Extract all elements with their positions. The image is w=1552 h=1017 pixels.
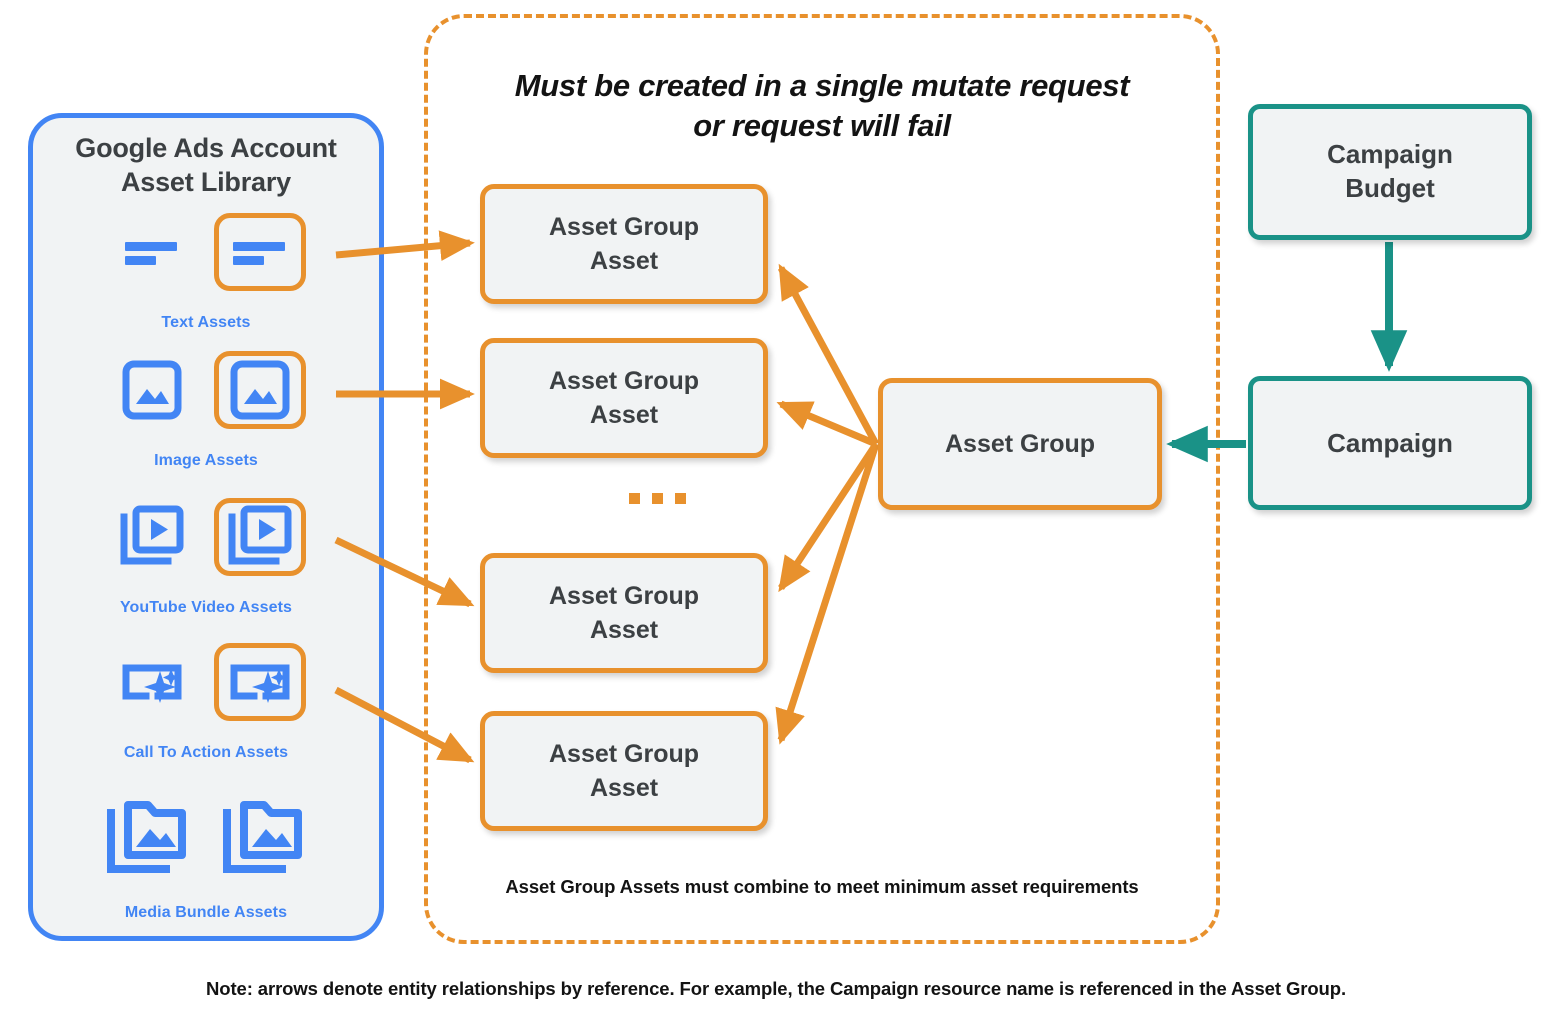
asset-label-image: Image Assets bbox=[154, 452, 258, 469]
asset-group-asset-label-1-line1: Asset Group bbox=[548, 212, 700, 241]
panel-footnote: Asset Group Assets must combine to meet … bbox=[505, 876, 1139, 897]
call-to-action-sparkle-icon bbox=[106, 643, 198, 721]
asset-icons-media-bundle bbox=[33, 778, 379, 896]
asset-group-node[interactable]: Asset Group bbox=[878, 378, 1162, 510]
asset-icons-cta bbox=[33, 632, 379, 732]
asset-group-asset-label-4-line2: Asset bbox=[589, 774, 659, 802]
asset-group-asset-label-3-line2: Asset bbox=[589, 616, 659, 644]
asset-group-asset-label-4-line1: Asset Group bbox=[548, 739, 700, 768]
sidebar-title: Google Ads Account Asset Library bbox=[33, 132, 379, 200]
asset-label-video: YouTube Video Assets bbox=[119, 599, 293, 616]
asset-group-asset-label-2-line2: Asset bbox=[589, 401, 659, 429]
asset-group-asset-node-4[interactable]: Asset Group Asset bbox=[480, 711, 768, 831]
ellipsis-dot-3 bbox=[675, 493, 686, 504]
asset-group-asset-label-3-line1: Asset Group bbox=[548, 581, 700, 610]
footer-note: Note: arrows denote entity relationships… bbox=[205, 978, 1346, 999]
asset-group-asset-label-1-line2: Asset bbox=[589, 247, 659, 275]
asset-label-text: Text Assets bbox=[161, 314, 251, 331]
ellipsis-dot-1 bbox=[629, 493, 640, 504]
asset-row-cta: Call To Action Assets bbox=[33, 632, 379, 764]
asset-group-asset-node-1[interactable]: Asset Group Asset bbox=[480, 184, 768, 304]
image-icon-highlighted[interactable] bbox=[214, 351, 306, 429]
asset-icons-text bbox=[33, 202, 379, 302]
asset-group-asset-node-3[interactable]: Asset Group Asset bbox=[480, 553, 768, 673]
asset-icons-image bbox=[33, 340, 379, 440]
asset-group-asset-label-2-line1: Asset Group bbox=[548, 366, 700, 395]
campaign-label: Campaign bbox=[1327, 427, 1453, 458]
campaign-budget-label-line2: Budget bbox=[1345, 173, 1435, 203]
asset-row-media-bundle: Media Bundle Assets bbox=[33, 778, 379, 928]
sidebar-title-line1: Google Ads Account bbox=[75, 133, 337, 163]
media-bundle-folder-icon bbox=[100, 791, 196, 883]
ellipsis-icon bbox=[629, 493, 686, 504]
panel-headline: Must be created in a single mutate reque… bbox=[458, 66, 1186, 145]
media-bundle-folder-icon-2 bbox=[216, 791, 312, 883]
asset-row-image: Image Assets bbox=[33, 340, 379, 472]
campaign-node[interactable]: Campaign bbox=[1248, 376, 1532, 510]
panel-headline-line2: or request will fail bbox=[693, 107, 951, 143]
asset-icons-video bbox=[33, 487, 379, 587]
text-lines-icon bbox=[106, 213, 198, 291]
asset-row-video: YouTube Video Assets bbox=[33, 487, 379, 619]
call-to-action-sparkle-icon-highlighted[interactable] bbox=[214, 643, 306, 721]
campaign-budget-label-line1: Campaign bbox=[1327, 139, 1453, 170]
asset-label-media-bundle: Media Bundle Assets bbox=[124, 904, 288, 921]
asset-row-text: Text Assets bbox=[33, 202, 379, 334]
asset-library-panel: Google Ads Account Asset Library bbox=[28, 113, 384, 941]
ellipsis-dot-2 bbox=[652, 493, 663, 504]
panel-headline-line1: Must be created in a single mutate reque… bbox=[514, 68, 1130, 103]
image-icon bbox=[106, 351, 198, 429]
video-stack-icon bbox=[106, 498, 198, 576]
text-lines-icon-highlighted[interactable] bbox=[214, 213, 306, 291]
asset-label-cta: Call To Action Assets bbox=[123, 744, 289, 761]
sidebar-title-line2: Asset Library bbox=[121, 166, 291, 197]
asset-group-asset-node-2[interactable]: Asset Group Asset bbox=[480, 338, 768, 458]
asset-group-label: Asset Group bbox=[944, 429, 1096, 458]
video-stack-icon-highlighted[interactable] bbox=[214, 498, 306, 576]
campaign-budget-node[interactable]: Campaign Budget bbox=[1248, 104, 1532, 240]
